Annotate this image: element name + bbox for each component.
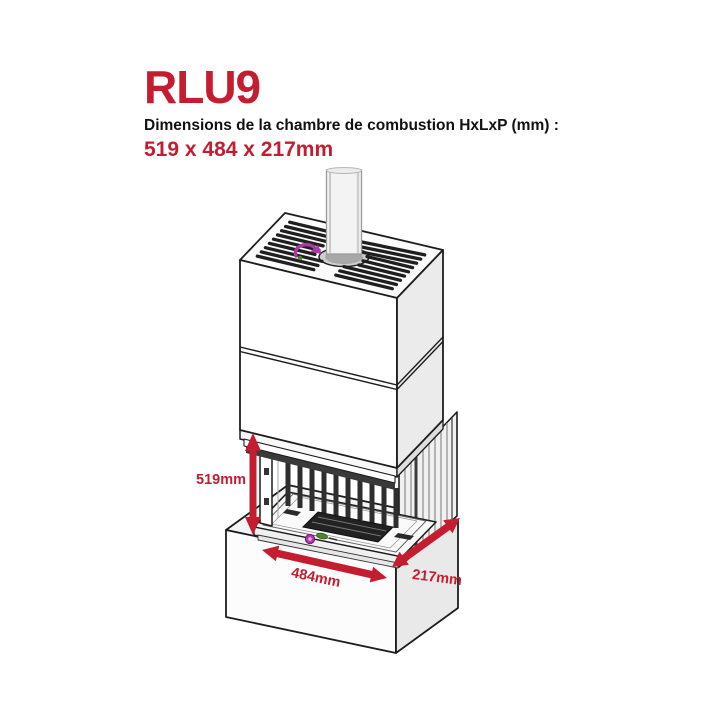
dimensions-summary: 519 x 484 x 217mm: [144, 138, 334, 161]
combustion-chamber: [239, 419, 444, 543]
width-dimension-arrow: [262, 545, 387, 583]
hood-seam: [239, 336, 444, 391]
height-dimension-label: 519mm: [196, 472, 246, 488]
rotation-arrow-icon: [293, 242, 322, 261]
control-lever-markers: [304, 532, 338, 545]
combustion-chamber-subtitle: Dimensions de la chambre de combustion H…: [144, 117, 559, 134]
height-dimension-arrow: [245, 433, 261, 535]
depth-dimension-arrow: [392, 518, 460, 567]
chamber-lintel: [239, 419, 444, 490]
flue-pipe: [325, 167, 363, 255]
header-block: RLU9 Dimensions de la chambre de combust…: [144, 64, 559, 162]
product-title: RLU9: [144, 61, 261, 113]
tray-grill: [283, 509, 414, 543]
chamber-bars: [285, 462, 399, 528]
depth-dimension-label: 217mm: [411, 567, 463, 589]
